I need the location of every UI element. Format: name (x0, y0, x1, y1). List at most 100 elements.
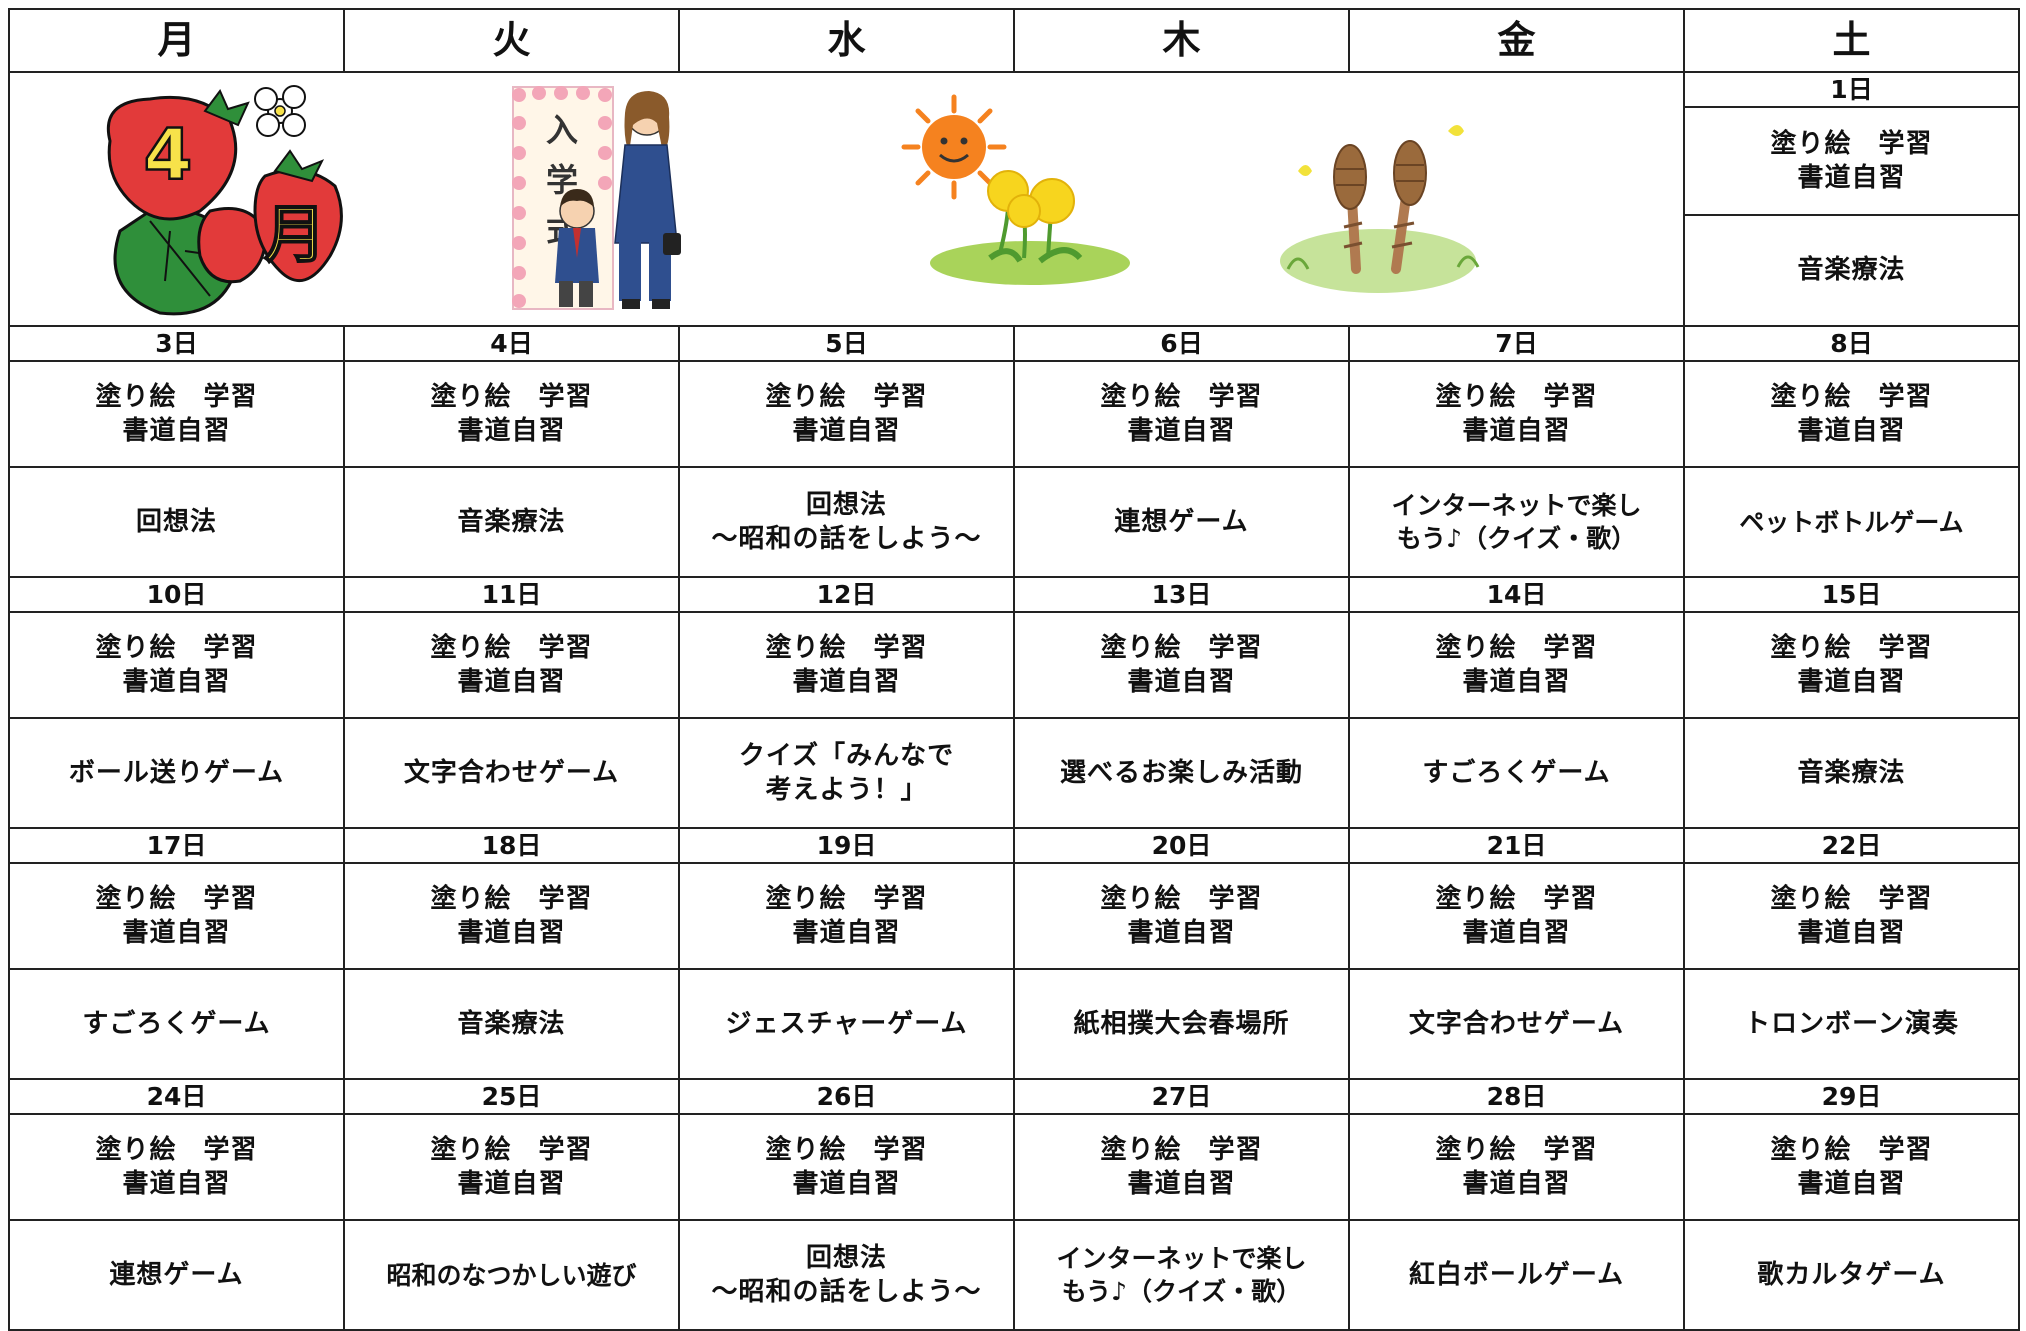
activity-row: すごろくゲーム 音楽療法 ジェスチャーゲーム 紙相撲大会春場所 文字合わせゲーム… (8, 968, 2020, 1080)
activity-cell: 塗り絵 学習 書道自習 (1348, 862, 1685, 970)
svg-text:入: 入 (546, 111, 578, 149)
date-cell: 18日 (343, 827, 680, 864)
date-cell: 25日 (343, 1078, 680, 1115)
activity-cell: 塗り絵 学習 書道自習 (678, 1113, 1015, 1221)
weekday-fri: 金 (1348, 8, 1685, 73)
activity-cell: 塗り絵 学習 書道自習 (1348, 611, 1685, 719)
activity-cell: 塗り絵 学習 書道自習 (343, 611, 680, 719)
date-row: 24日 25日 26日 27日 28日 29日 (8, 1078, 2020, 1115)
activity-row: ボール送りゲーム 文字合わせゲーム クイズ「みんなで 考えよう！」 選べるお楽し… (8, 717, 2020, 829)
activity-cell: 塗り絵 学習 書道自習 (343, 862, 680, 970)
activity-cell: 塗り絵 学習 書道自習 (1013, 1113, 1350, 1221)
date-cell: 5日 (678, 325, 1015, 362)
activity-cell: 回想法 (8, 466, 345, 578)
activity-cell: 連想ゲーム (8, 1219, 345, 1331)
activity-cell: インターネットで楽し もう♪（クイズ・歌） (1348, 466, 1685, 578)
date-row: 10日 11日 12日 13日 14日 15日 (8, 576, 2020, 613)
date-cell: 10日 (8, 576, 345, 613)
activity-cell: 塗り絵 学習 書道自習 (343, 1113, 680, 1221)
sun-dandelion-icon (901, 94, 1130, 285)
activity-cell: 紙相撲大会春場所 (1013, 968, 1350, 1080)
strawberry-icon: 4 月 (107, 85, 343, 316)
activity-cell: 塗り絵 学習 書道自習 (343, 360, 680, 468)
activity-cell: インターネットで楽し もう♪（クイズ・歌） (1013, 1219, 1350, 1331)
activity-cell: すごろくゲーム (1348, 717, 1685, 829)
activity-cell: 文字合わせゲーム (1348, 968, 1685, 1080)
date-cell: 24日 (8, 1078, 345, 1115)
horsetail-icon (1280, 125, 1480, 293)
date-cell: 8日 (1683, 325, 2020, 362)
activity-calendar: 月 火 水 木 金 土 (8, 8, 2020, 1331)
activity-cell: 歌カルタゲーム (1683, 1219, 2020, 1331)
svg-text:月: 月 (264, 198, 326, 271)
date-cell: 28日 (1348, 1078, 1685, 1115)
activity-cell: 連想ゲーム (1013, 466, 1350, 578)
date-cell: 14日 (1348, 576, 1685, 613)
activity-cell: すごろくゲーム (8, 968, 345, 1080)
activity-cell: 塗り絵 学習 書道自習 (1683, 106, 2020, 216)
activity-row: 塗り絵 学習 書道自習 塗り絵 学習 書道自習 塗り絵 学習 書道自習 塗り絵 … (8, 862, 2020, 970)
activity-cell: 塗り絵 学習 書道自習 (678, 862, 1015, 970)
date-cell: 26日 (678, 1078, 1015, 1115)
weekday-wed: 水 (678, 8, 1015, 73)
activity-cell: 塗り絵 学習 書道自習 (1348, 360, 1685, 468)
date-cell: 15日 (1683, 576, 2020, 613)
date-cell: 19日 (678, 827, 1015, 864)
ceremony-icon: 入 学 式 (512, 86, 681, 310)
activity-row: 連想ゲーム 昭和のなつかしい遊び 回想法 ～昭和の話をしよう～ インターネットで… (8, 1219, 2020, 1331)
activity-cell: 音楽療法 (1683, 717, 2020, 829)
activity-cell: 塗り絵 学習 書道自習 (8, 360, 345, 468)
weekday-tue: 火 (343, 8, 680, 73)
weekday-sat: 土 (1683, 8, 2020, 73)
activity-cell: 塗り絵 学習 書道自習 (8, 1113, 345, 1221)
weekday-header-row: 月 火 水 木 金 土 (8, 8, 2020, 73)
svg-text:4: 4 (144, 114, 193, 196)
date-cell: 29日 (1683, 1078, 2020, 1115)
activity-cell: 塗り絵 学習 書道自習 (1683, 862, 2020, 970)
activity-cell: 塗り絵 学習 書道自習 (1348, 1113, 1685, 1221)
date-cell: 11日 (343, 576, 680, 613)
weekday-thu: 木 (1013, 8, 1350, 73)
activity-cell: 塗り絵 学習 書道自習 (678, 360, 1015, 468)
activity-cell: 回想法 ～昭和の話をしよう～ (678, 466, 1015, 578)
activity-cell: ペットボトルゲーム (1683, 466, 2020, 578)
activity-cell: 文字合わせゲーム (343, 717, 680, 829)
activity-cell: 塗り絵 学習 書道自習 (1683, 1113, 2020, 1221)
activity-cell: 音楽療法 (343, 466, 680, 578)
date-cell: 22日 (1683, 827, 2020, 864)
activity-cell: 塗り絵 学習 書道自習 (1683, 611, 2020, 719)
date-row: 17日 18日 19日 20日 21日 22日 (8, 827, 2020, 864)
activity-cell: 音楽療法 (343, 968, 680, 1080)
activity-row: 塗り絵 学習 書道自習 塗り絵 学習 書道自習 塗り絵 学習 書道自習 塗り絵 … (8, 611, 2020, 719)
date-cell: 17日 (8, 827, 345, 864)
activity-cell: 塗り絵 学習 書道自習 (1013, 611, 1350, 719)
date-cell: 4日 (343, 325, 680, 362)
date-cell: 7日 (1348, 325, 1685, 362)
activity-cell: 紅白ボールゲーム (1348, 1219, 1685, 1331)
date-cell: 1日 (1683, 70, 2020, 109)
illustration-banner: 4 月 入 学 式 (8, 71, 1684, 327)
activity-row: 塗り絵 学習 書道自習 塗り絵 学習 書道自習 塗り絵 学習 書道自習 塗り絵 … (8, 1113, 2020, 1221)
weekday-mon: 月 (8, 8, 345, 73)
activity-cell: クイズ「みんなで 考えよう！」 (678, 717, 1015, 829)
activity-cell: ボール送りゲーム (8, 717, 345, 829)
activity-cell: 塗り絵 学習 書道自習 (8, 611, 345, 719)
activity-cell: 塗り絵 学習 書道自習 (1013, 360, 1350, 468)
date-cell: 27日 (1013, 1078, 1350, 1115)
activity-row: 回想法 音楽療法 回想法 ～昭和の話をしよう～ 連想ゲーム インターネットで楽し… (8, 466, 2020, 578)
date-cell: 13日 (1013, 576, 1350, 613)
activity-cell: 昭和のなつかしい遊び (343, 1219, 680, 1331)
date-cell: 6日 (1013, 325, 1350, 362)
activity-cell: 塗り絵 学習 書道自習 (678, 611, 1015, 719)
activity-cell: 選べるお楽しみ活動 (1013, 717, 1350, 829)
activity-row: 塗り絵 学習 書道自習 塗り絵 学習 書道自習 塗り絵 学習 書道自習 塗り絵 … (8, 360, 2020, 468)
date-row: 3日 4日 5日 6日 7日 8日 (8, 325, 2020, 362)
activity-cell: 回想法 ～昭和の話をしよう～ (678, 1219, 1015, 1331)
activity-cell: 塗り絵 学習 書道自習 (1683, 360, 2020, 468)
date-cell: 20日 (1013, 827, 1350, 864)
activity-cell: ジェスチャーゲーム (678, 968, 1015, 1080)
date-cell: 12日 (678, 576, 1015, 613)
date-cell: 3日 (8, 325, 345, 362)
date-cell: 21日 (1348, 827, 1685, 864)
activity-cell: 塗り絵 学習 書道自習 (1013, 862, 1350, 970)
